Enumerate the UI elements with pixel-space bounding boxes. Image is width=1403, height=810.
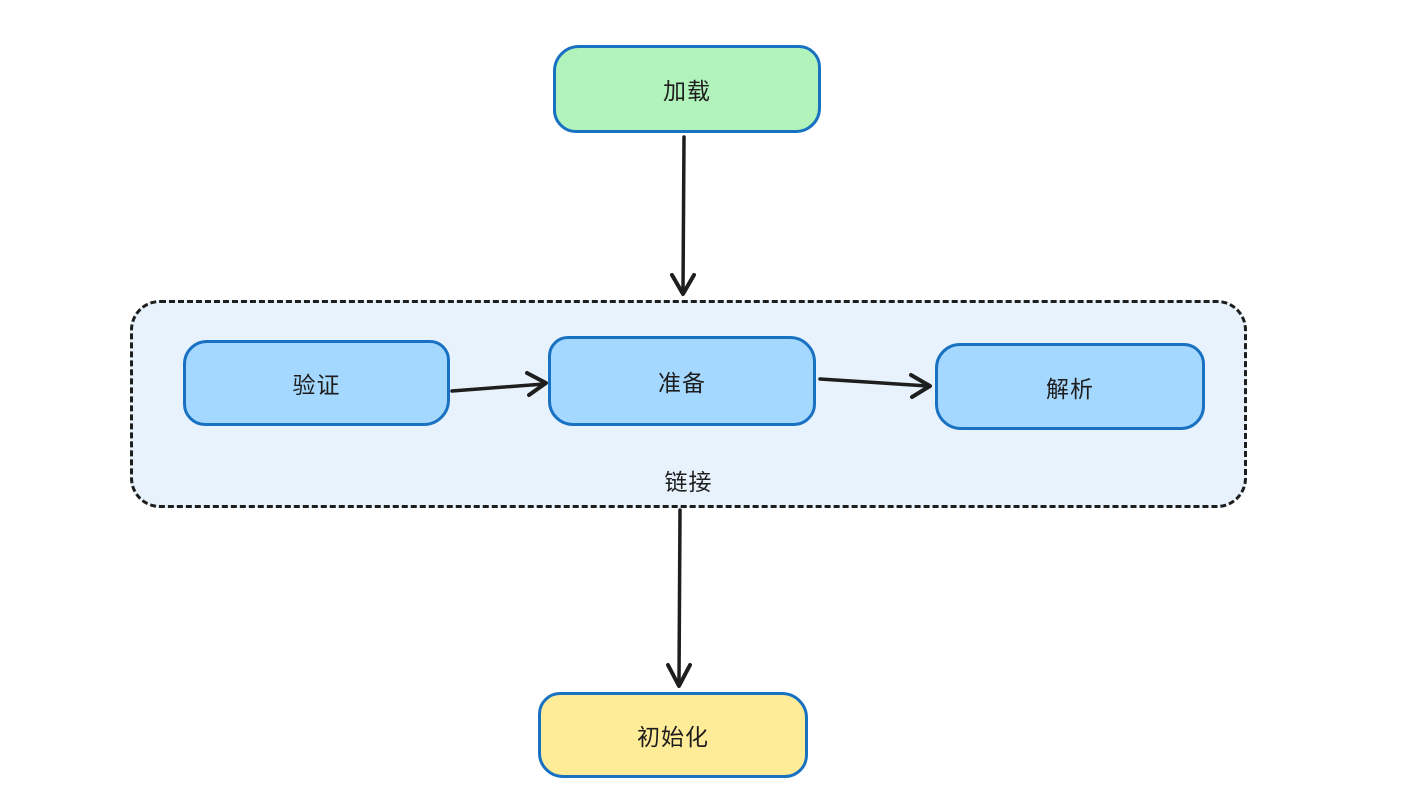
arrow-verify-to-prepare[interactable]: [450, 371, 548, 397]
link-phase-label: 链接: [664, 469, 713, 495]
node-resolve-label: 解析: [1046, 375, 1094, 402]
node-verify[interactable]: 验证: [183, 340, 450, 426]
node-prepare[interactable]: 准备: [548, 336, 816, 426]
node-init[interactable]: 初始化: [538, 692, 808, 778]
node-resolve[interactable]: 解析: [935, 343, 1205, 430]
arrow-link-to-init[interactable]: [666, 508, 692, 688]
node-init-label: 初始化: [637, 724, 709, 750]
node-verify-label: 验证: [292, 372, 341, 398]
arrow-prepare-to-resolve[interactable]: [818, 373, 932, 399]
arrow-load-to-link[interactable]: [670, 135, 696, 296]
node-load[interactable]: 加载: [553, 45, 821, 133]
node-load-label: 加载: [663, 78, 711, 104]
node-prepare-label: 准备: [658, 370, 706, 396]
